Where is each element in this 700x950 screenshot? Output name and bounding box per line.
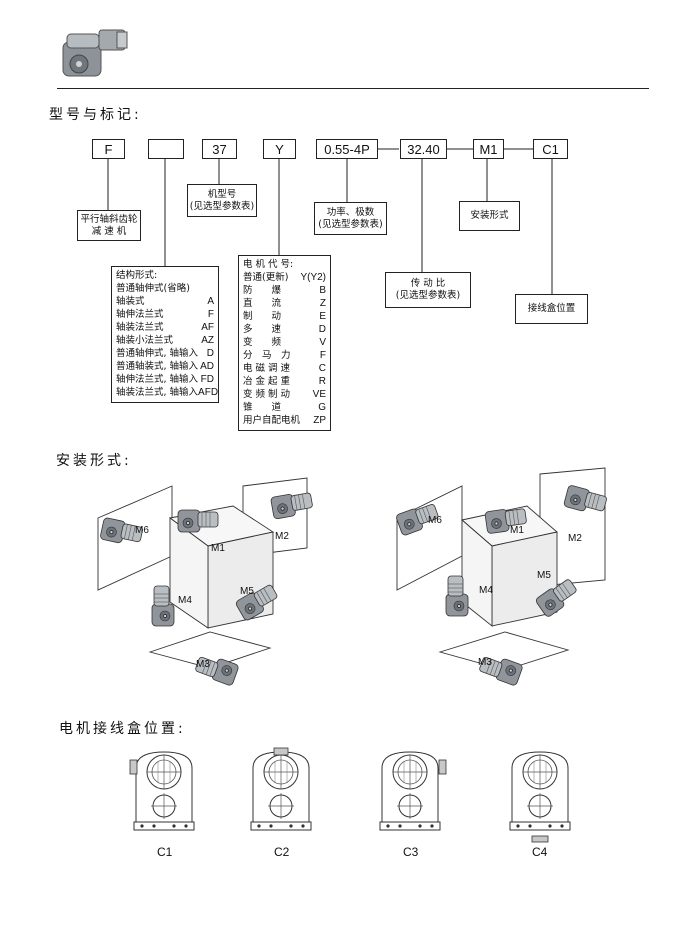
code-box-frame-size: 37 [202,139,237,159]
code-box-structure [148,139,184,159]
terminal-view-c1 [129,751,195,831]
mount-labels-right: M1 M2 M3 M4 M5 M6 [428,515,582,668]
mount-group-left [97,477,315,687]
mount-label: M3 [478,657,492,668]
mount-label: M4 [178,595,192,606]
section-title-model: 型号与标记: [49,107,142,123]
mount-label: M5 [240,586,254,597]
terminal-label-c4: C4 [532,845,548,859]
mount-labels-left: M1 M2 M3 M4 M5 M6 [135,525,289,670]
mount-label: M6 [428,515,442,526]
terminal-box-marker [438,759,447,775]
mount-label: M6 [135,525,149,536]
header-rule [57,88,649,89]
terminal-box-marker [273,747,289,756]
mount-label: M2 [275,531,289,542]
terminal-label-c2: C2 [274,845,290,859]
section-title-terminal: 电机接线盒位置: [59,721,186,737]
mount-label: M4 [479,585,493,596]
label-mounting: 安装形式 [459,201,520,231]
label-terminal-box: 接线盒位置 [515,294,588,324]
terminal-view-c3 [379,751,447,831]
mount-label: M5 [537,570,551,581]
code-box-motor: Y [263,139,296,159]
terminal-box-marker [129,759,138,775]
code-box-power: 0.55-4P [316,139,378,159]
list-item: 普通(更新)Y(Y2) [243,272,326,283]
label-gear-type: 平行轴斜齿轮 减 速 机 [77,210,141,241]
terminal-view-c2 [250,747,312,831]
model-connector-lines [107,148,553,295]
mount-label: M1 [211,543,225,554]
label-power: 功率、极数 (见选型参数表) [314,202,387,235]
gear-reducer-icon [62,29,128,77]
terminal-label-c3: C3 [403,845,419,859]
code-box-mounting: M1 [473,139,504,159]
mount-label: M1 [510,525,524,536]
code-box-series: F [92,139,125,159]
structure-list-title: 结构形式: [116,270,158,281]
mount-label: M2 [568,533,582,544]
list-item: 普通轴伸式(省略) [116,283,190,294]
mount-group-right [394,467,609,687]
terminal-box-marker [531,835,549,843]
header-logo [55,20,135,82]
code-box-terminal: C1 [533,139,568,159]
label-frame-size: 机型号 (见选型参数表) [187,184,257,217]
terminal-view-c4 [509,751,571,843]
section-title-mounting: 安装形式: [56,453,132,469]
label-ratio: 传 动 比 (见选型参数表) [385,272,471,308]
mount-label: M3 [196,659,210,670]
motor-list-title: 电 机 代 号: [243,259,294,270]
code-box-ratio: 32.40 [400,139,447,159]
terminal-label-c1: C1 [157,845,173,859]
